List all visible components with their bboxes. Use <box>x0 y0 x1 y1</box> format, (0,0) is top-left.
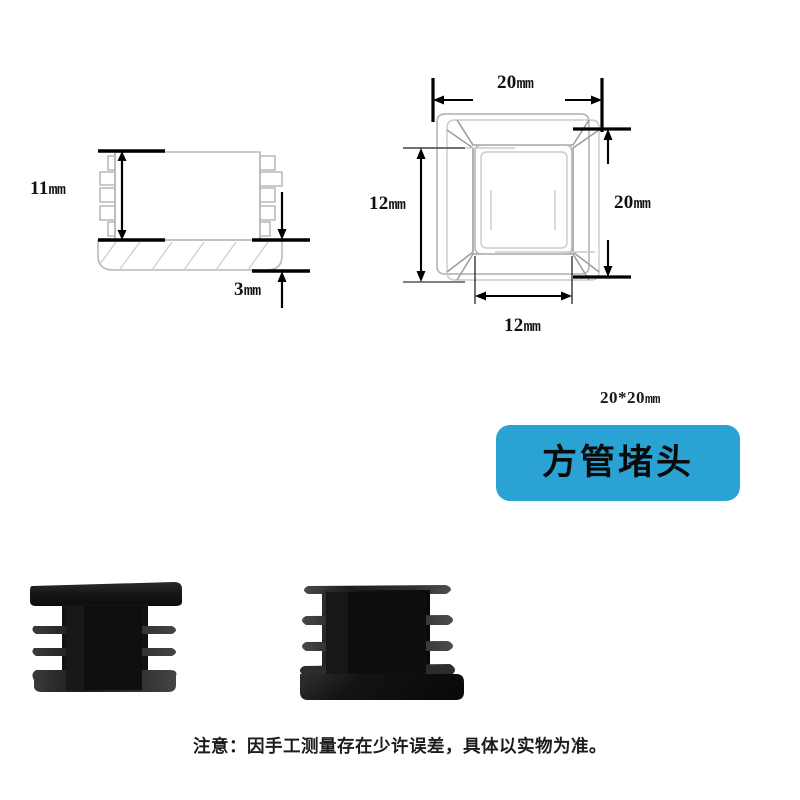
dimension-label-3mm: 3mm <box>234 279 261 300</box>
dimension-12mm-vertical-marks <box>403 147 465 283</box>
dimension-label-11mm: 11mm <box>30 178 66 199</box>
product-photo-angled-view <box>278 558 493 708</box>
product-name-badge: 方管堵头 <box>496 425 740 501</box>
plug-body-outline <box>97 151 283 271</box>
dimension-12mm-horizontal-marks <box>474 256 573 304</box>
dimension-label-20mm-right: 20mm <box>614 192 651 213</box>
product-name-text: 方管堵头 <box>541 442 694 483</box>
product-photo-side-view <box>22 558 237 708</box>
dimension-3mm-marks <box>252 192 310 308</box>
dimension-11mm-marks <box>98 149 165 242</box>
measurement-disclaimer-note: 注意：因手工测量存在少许误差，具体以实物为准。 <box>193 737 607 757</box>
size-caption: 20*20mm <box>600 388 660 407</box>
dimension-label-12mm-bottom: 12mm <box>504 315 541 336</box>
dimension-label-12mm-left: 12mm <box>369 193 406 214</box>
black-square-tube-plug-angled-view <box>300 585 464 700</box>
black-square-tube-plug-side-view <box>30 582 182 692</box>
dimension-20mm-horizontal-marks <box>431 78 604 132</box>
dimension-20mm-vertical-marks <box>573 127 631 279</box>
dimension-label-20mm-top: 20mm <box>497 72 534 93</box>
side-cross-section-drawing: .ln { fill:none; stroke:#b9b9b9; stroke-… <box>97 149 310 308</box>
top-plan-drawing: .p { fill:none; stroke:#b9b9b9; stroke-w… <box>403 78 631 304</box>
